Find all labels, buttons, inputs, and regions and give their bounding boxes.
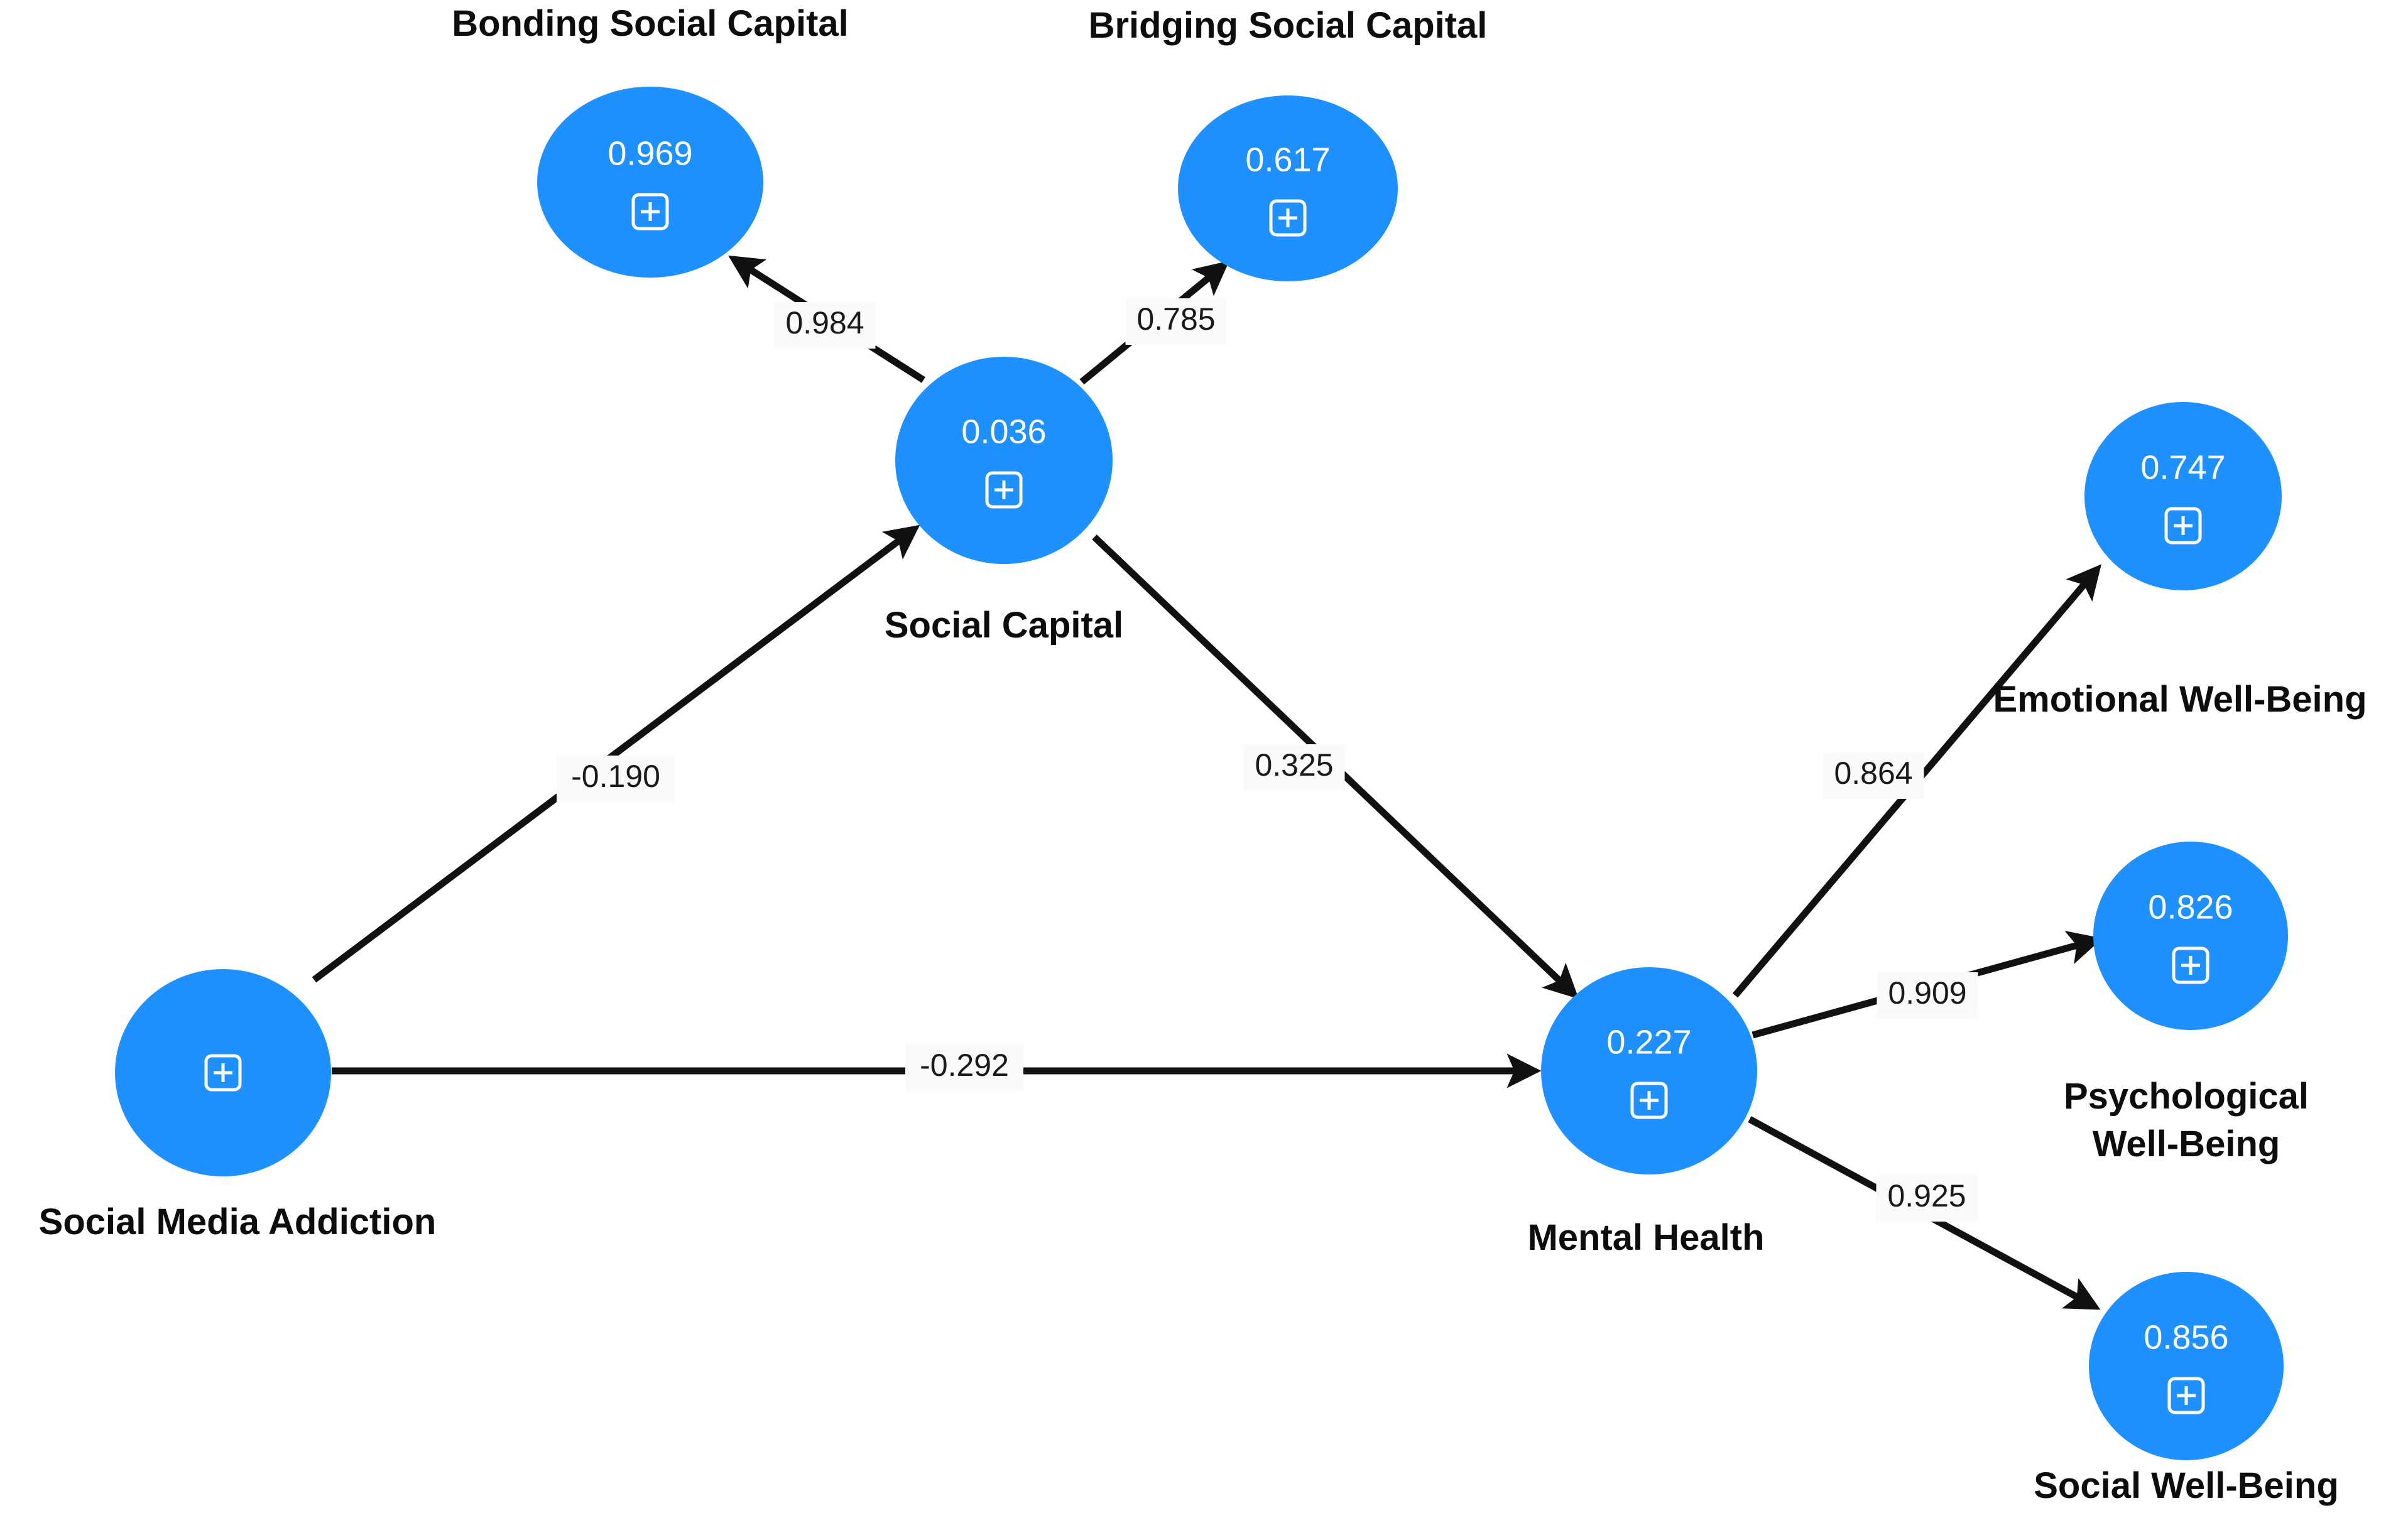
node-ellipse[interactable] (2093, 842, 2288, 1030)
caption-line: Social Media Addiction (39, 1201, 437, 1242)
edge-label-sma-to-sc[interactable]: -0.190 (557, 756, 675, 802)
plus-box-outline (2164, 507, 2202, 545)
edge-labels-layer: 0.984 0.785 -0.190 -0.292 0.325 0.864 0.909 0.9… (557, 298, 1978, 1222)
node-value-label: 0.826 (2148, 888, 2233, 926)
caption-line: Mental Health (1527, 1217, 1764, 1258)
caption-line: Bridging Social Capital (1089, 5, 1488, 46)
edge-label-text: 0.785 (1136, 301, 1215, 337)
edge-label-sc-to-bonding[interactable]: 0.984 (774, 302, 876, 349)
node-caption-social_media_addiction: Social Media Addiction (39, 1201, 437, 1242)
node-mental_health[interactable]: 0.227 (1541, 967, 1757, 1174)
node-value-label: 0.969 (607, 134, 692, 172)
edge-label-background (905, 1044, 1023, 1091)
edge-label-sma-to-mh[interactable]: -0.292 (905, 1044, 1023, 1091)
plus-box-icon[interactable] (204, 1054, 242, 1092)
plus-box-icon[interactable] (1269, 199, 1307, 237)
node-caption-emotional_wellbeing: Emotional Well-Being (1993, 679, 2367, 720)
node-ellipse[interactable] (2084, 402, 2282, 590)
plus-box-outline (2172, 946, 2209, 984)
edge-label-background (1243, 744, 1345, 791)
node-ellipse[interactable] (537, 87, 763, 278)
plus-box-icon[interactable] (985, 471, 1023, 509)
edge-label-background (774, 302, 876, 349)
edge-label-mh-to-swb[interactable]: 0.925 (1876, 1175, 1978, 1222)
node-social_capital[interactable]: 0.036 (895, 357, 1113, 564)
edge-label-text: 0.909 (1888, 975, 1966, 1011)
node-value-label: 0.227 (1606, 1023, 1691, 1061)
node-ellipse[interactable] (1541, 967, 1757, 1174)
caption-line: Well-Being (2093, 1124, 2280, 1164)
edge-label-text: -0.190 (571, 759, 660, 794)
node-ellipse[interactable] (1178, 95, 1398, 281)
node-value-label: 0.036 (961, 413, 1046, 450)
node-social_media_addiction[interactable] (115, 969, 331, 1176)
node-bonding_social_capital[interactable]: 0.969 (537, 87, 763, 278)
plus-box-outline (1269, 199, 1307, 237)
edge-label-background (1822, 752, 1924, 799)
plus-box-outline (631, 193, 669, 230)
plus-box-outline (1630, 1082, 1668, 1119)
caption-line: Social Well-Being (2034, 1465, 2339, 1506)
plus-box-outline (985, 471, 1023, 509)
edge-label-background (557, 756, 675, 802)
edge-label-sc-to-bridging[interactable]: 0.785 (1125, 298, 1227, 345)
node-caption-bonding_social_capital: Bonding Social Capital (452, 3, 849, 44)
node-caption-bridging_social_capital: Bridging Social Capital (1089, 5, 1488, 46)
edge-sma-to-sc[interactable] (312, 524, 920, 983)
node-psychological_wellbeing[interactable]: 0.826 (2093, 842, 2288, 1030)
plus-box-icon[interactable] (2172, 946, 2209, 984)
plus-box-outline (2167, 1377, 2205, 1414)
edge-label-background (1877, 972, 1978, 1019)
node-value-label: 0.856 (2144, 1318, 2228, 1356)
edge-label-text: 0.925 (1887, 1178, 1966, 1213)
node-social_wellbeing[interactable]: 0.856 (2089, 1272, 2284, 1460)
caption-line: Emotional Well-Being (1993, 679, 2367, 720)
edge-label-mh-to-pwb[interactable]: 0.909 (1877, 972, 1978, 1019)
plus-box-outline (204, 1054, 242, 1092)
edge-label-sc-to-mh[interactable]: 0.325 (1243, 744, 1345, 791)
node-value-label: 0.617 (1245, 141, 1330, 178)
edge-label-background (1876, 1175, 1978, 1222)
node-caption-social_capital: Social Capital (885, 605, 1123, 646)
edge-label-background (1125, 298, 1227, 345)
node-ellipse[interactable] (895, 357, 1113, 564)
plus-box-icon[interactable] (2167, 1377, 2205, 1414)
node-emotional_wellbeing[interactable]: 0.747 (2084, 402, 2282, 590)
edge-label-mh-to-ewb[interactable]: 0.864 (1822, 752, 1924, 799)
node-caption-mental_health: Mental Health (1527, 1217, 1764, 1258)
edge-label-text: 0.984 (785, 305, 864, 340)
caption-line: Social Capital (885, 605, 1123, 646)
edge-label-text: 0.325 (1255, 747, 1333, 783)
node-value-label: 0.747 (2140, 448, 2225, 486)
nodes-layer: 0.969 Bonding Social Capital 0.617 Bridging… (39, 3, 2367, 1506)
plus-box-icon[interactable] (1630, 1082, 1668, 1119)
plus-box-icon[interactable] (2164, 507, 2202, 545)
caption-line: Bonding Social Capital (452, 3, 849, 44)
plus-box-icon[interactable] (631, 193, 669, 230)
edge-label-text: 0.864 (1834, 756, 1912, 791)
edge-arrow-line (312, 524, 920, 983)
node-ellipse[interactable] (2089, 1272, 2284, 1460)
edge-label-text: -0.292 (920, 1048, 1009, 1083)
node-bridging_social_capital[interactable]: 0.617 (1178, 95, 1398, 281)
node-caption-social_wellbeing: Social Well-Being (2034, 1465, 2339, 1506)
caption-line: Psychological (2064, 1076, 2309, 1117)
